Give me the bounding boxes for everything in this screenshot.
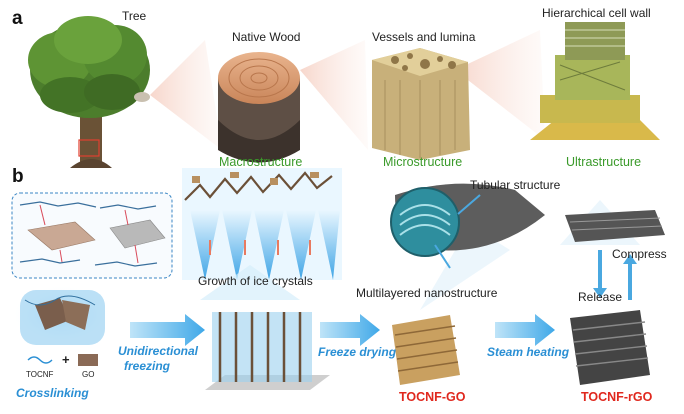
multilayer-label: Multilayered nanostructure bbox=[356, 286, 498, 300]
tocnf-go-label: TOCNF-GO bbox=[399, 390, 466, 404]
native-wood-log bbox=[218, 52, 300, 163]
ice-crystal-template bbox=[182, 168, 342, 280]
vessels-block bbox=[372, 48, 470, 160]
freeze-drying-label: Freeze drying bbox=[318, 345, 397, 359]
arrow-freeze-drying bbox=[320, 314, 380, 346]
frozen-scaffold bbox=[205, 312, 330, 390]
beam-tubular bbox=[420, 225, 510, 310]
legend-plus: + bbox=[62, 352, 70, 367]
arrow-steam-heating bbox=[495, 314, 555, 346]
crosslink-molecular-box bbox=[11, 192, 173, 279]
ice-growth-label: Growth of ice crystals bbox=[198, 274, 313, 288]
legend-go-label: GO bbox=[82, 370, 95, 379]
crosslinking-hydrogel bbox=[12, 285, 112, 345]
rgo-compressed bbox=[565, 210, 665, 242]
zoom-beam-3 bbox=[455, 30, 545, 140]
panel-b-label: b bbox=[12, 166, 24, 187]
macrostructure-label: Macrostructure bbox=[219, 155, 303, 169]
tocnf-rgo-label: TOCNF-rGO bbox=[581, 390, 653, 404]
unidirectional-label-1: Unidirectional bbox=[118, 344, 199, 358]
tocnf-go-block bbox=[392, 315, 460, 385]
arrow-unidirectional-freezing bbox=[130, 314, 205, 346]
compress-label: Compress bbox=[612, 247, 667, 261]
tocnf-rgo-block bbox=[570, 310, 650, 385]
release-label: Release bbox=[578, 290, 623, 304]
vessels-label: Vessels and lumina bbox=[372, 30, 476, 44]
legend-glyphs bbox=[27, 354, 98, 366]
tubular-structure-label: Tubular structure bbox=[470, 178, 561, 192]
beam-ice bbox=[200, 265, 300, 300]
cell-wall-label: Hierarchical cell wall bbox=[542, 6, 651, 20]
native-wood-label: Native Wood bbox=[232, 30, 301, 44]
steam-heating-label: Steam heating bbox=[487, 345, 570, 359]
tree-label: Tree bbox=[122, 9, 147, 23]
unidirectional-label-2: freezing bbox=[124, 359, 171, 373]
cell-wall-illustration bbox=[530, 22, 660, 140]
zoom-beam-1 bbox=[150, 40, 222, 150]
microstructure-label: Microstructure bbox=[383, 155, 463, 169]
panel-a-label: a bbox=[12, 8, 23, 29]
crosslinking-label: Crosslinking bbox=[16, 386, 89, 400]
ultrastructure-label: Ultrastructure bbox=[566, 155, 642, 169]
zoom-beam-2 bbox=[300, 40, 368, 150]
compress-release-arrows bbox=[593, 250, 637, 300]
tubular-structure bbox=[390, 183, 545, 269]
tree-illustration bbox=[28, 16, 150, 168]
legend-tocnf-label: TOCNF bbox=[26, 370, 54, 379]
